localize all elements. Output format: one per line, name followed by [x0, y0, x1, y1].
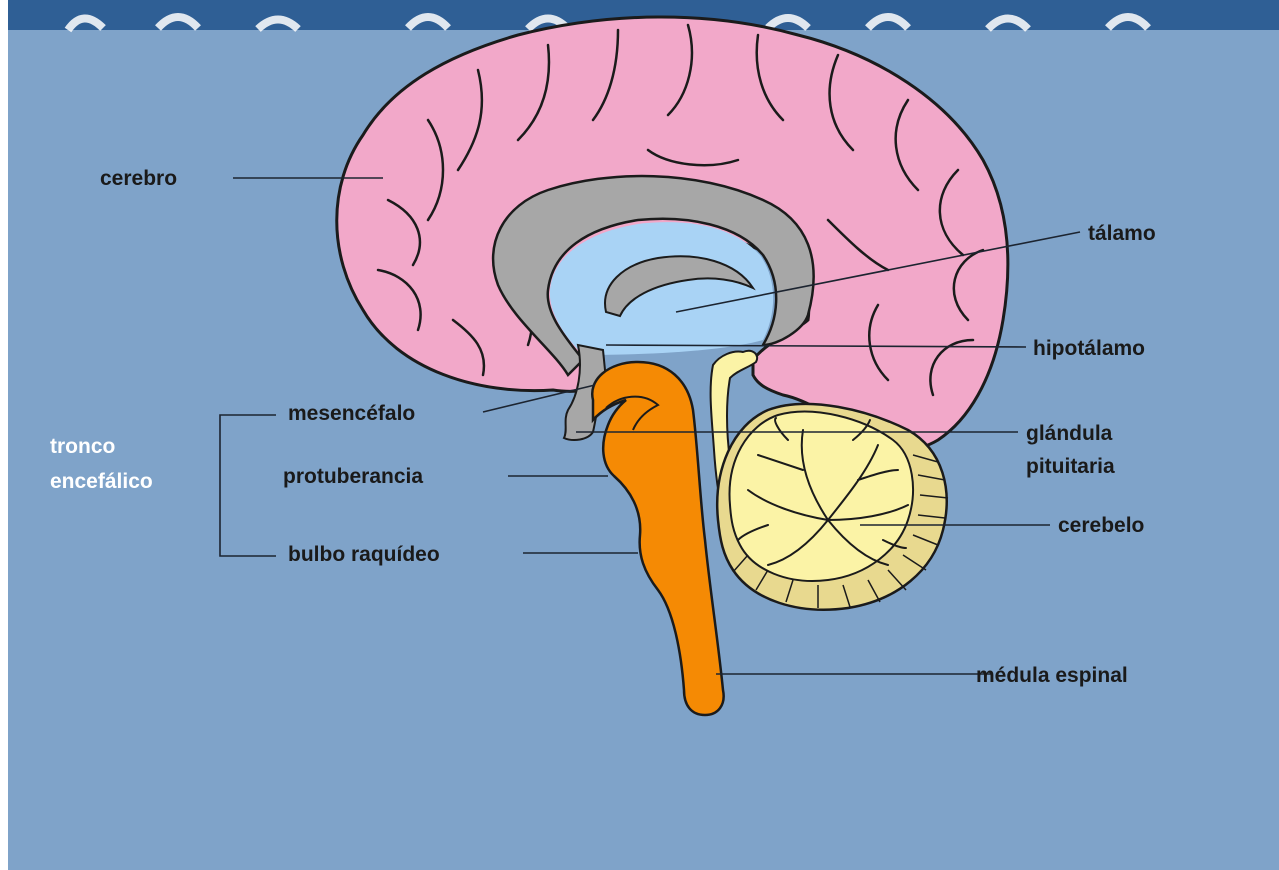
cerebellum [717, 404, 948, 610]
diagram-panel: cerebro tálamo hipotálamo mesencéfalo gl… [8, 0, 1279, 870]
brain-diagram: cerebro tálamo hipotálamo mesencéfalo gl… [8, 0, 1279, 870]
label-glandula-line1: glándula [1026, 422, 1113, 445]
label-glandula-line2: pituitaria [1026, 455, 1115, 478]
label-tronco-line1: tronco [50, 435, 115, 458]
label-hipotalamo: hipotálamo [1033, 337, 1145, 360]
label-talamo: tálamo [1088, 222, 1156, 245]
label-tronco-line2: encefálico [50, 470, 153, 493]
label-medula: médula espinal [976, 664, 1128, 687]
label-mesencefalo: mesencéfalo [288, 402, 415, 425]
label-cerebelo: cerebelo [1058, 514, 1144, 537]
label-protuberancia: protuberancia [283, 465, 423, 488]
label-cerebro: cerebro [100, 167, 177, 190]
label-bulbo: bulbo raquídeo [288, 543, 440, 566]
